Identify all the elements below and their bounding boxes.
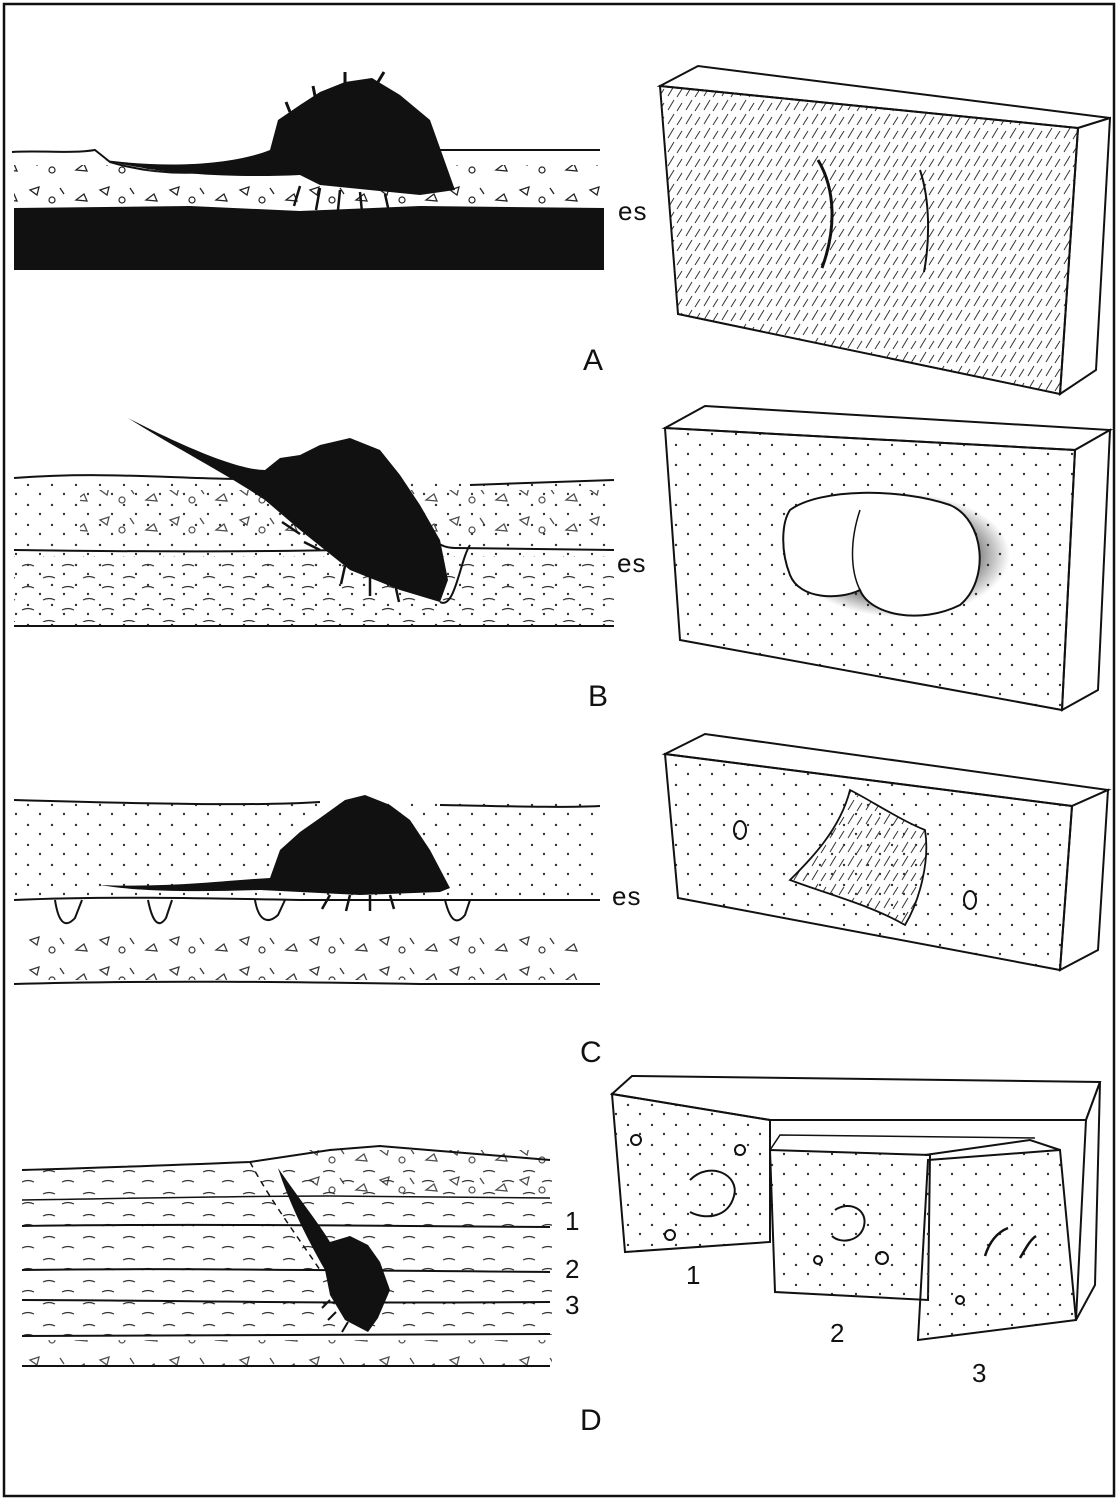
panel-b-block-diagram — [665, 406, 1110, 710]
panel-b-label: B — [588, 680, 608, 713]
panel-c-cross-section — [14, 795, 600, 984]
panel-a-cross-section — [12, 72, 604, 270]
panel-b-es-label: es — [617, 548, 646, 578]
panel-a-es-label: es — [618, 196, 647, 226]
panel-a-label: A — [583, 344, 603, 377]
panel-c-es-label: es — [612, 881, 641, 911]
panel-b-cross-section — [14, 418, 614, 626]
panel-c-label: C — [580, 1036, 602, 1069]
panel-d-layer-label-2: 2 — [565, 1254, 579, 1284]
panel-a-block-diagram — [660, 66, 1110, 394]
panel-d-layer-label-3: 3 — [565, 1290, 579, 1320]
panel-d-label: D — [580, 1404, 602, 1437]
panel-c-block-diagram — [665, 734, 1108, 970]
panel-d-block-label-1: 1 — [686, 1260, 700, 1290]
panel-d-cross-section — [22, 1146, 552, 1366]
panel-d-layer-label-1: 1 — [565, 1206, 579, 1236]
panel-d-block-label-3: 3 — [972, 1358, 986, 1388]
panel-d-block-diagram — [612, 1076, 1100, 1340]
panel-d-block-label-2: 2 — [830, 1318, 844, 1348]
